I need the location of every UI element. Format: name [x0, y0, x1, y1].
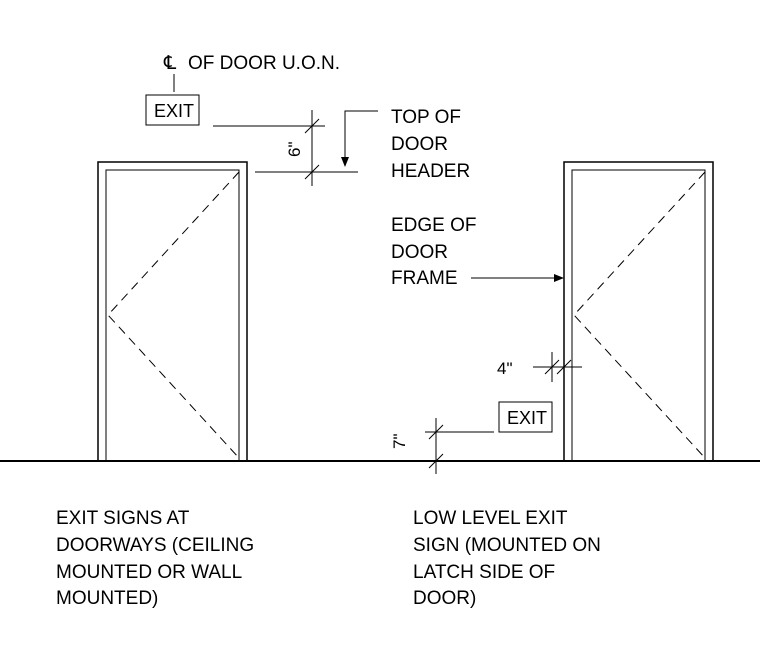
exit-sign-ceiling: EXIT — [145, 94, 200, 126]
edge-of-frame-line-2: DOOR — [391, 242, 448, 263]
right-caption-line-4: DOOR) — [413, 588, 476, 609]
left-door-frame — [97, 161, 248, 462]
left-caption-line-3: MOUNTED OR WALL — [56, 562, 242, 583]
centerline-note-text: OF DOOR U.O.N. — [188, 53, 340, 74]
floor-clearance-value: 7" — [390, 434, 409, 450]
right-caption-line-1: LOW LEVEL EXIT — [413, 508, 568, 529]
left-door-leaf — [105, 169, 240, 462]
edge-of-frame-line-3: FRAME — [391, 268, 458, 289]
left-caption-line-4: MOUNTED) — [56, 588, 158, 609]
left-door-elevation — [97, 161, 248, 462]
right-door-elevation — [563, 161, 714, 462]
exit-sign-box — [145, 94, 200, 126]
top-of-header-line-2: DOOR — [391, 134, 448, 155]
right-door-leaf — [571, 169, 706, 462]
right-caption-line-3: LATCH SIDE OF — [413, 562, 555, 583]
centerline-note: ℄ OF DOOR U.O.N. — [163, 53, 340, 92]
right-caption-line-2: SIGN (MOUNTED ON — [413, 535, 601, 556]
top-of-header-line-1: TOP OF — [391, 107, 461, 128]
top-of-header-line-3: HEADER — [391, 161, 470, 182]
top-of-header-callout: TOP OF DOOR HEADER — [341, 107, 470, 182]
header-clearance-dimension: 6" — [213, 110, 358, 186]
exit-sign-box — [498, 401, 553, 433]
edge-of-frame-line-1: EDGE OF — [391, 215, 477, 236]
edge-of-frame-callout: EDGE OF DOOR FRAME — [391, 215, 564, 289]
centerline-symbol: ℄ — [163, 53, 177, 74]
exit-sign-label: EXIT — [154, 101, 194, 121]
header-clearance-value: 6" — [285, 142, 304, 158]
left-caption-line-1: EXIT SIGNS AT — [56, 508, 190, 529]
frame-offset-dimension: 4" — [497, 352, 582, 382]
left-caption-line-2: DOORWAYS (CEILING — [56, 535, 254, 556]
frame-offset-value: 4" — [497, 359, 513, 378]
left-door-swing-lines — [107, 171, 240, 459]
exit-sign-label: EXIT — [507, 408, 547, 428]
exit-sign-low-level: EXIT — [498, 401, 553, 433]
floor-clearance-dimension: 7" — [390, 418, 494, 474]
right-caption: LOW LEVEL EXIT SIGN (MOUNTED ON LATCH SI… — [413, 508, 601, 609]
left-caption: EXIT SIGNS AT DOORWAYS (CEILING MOUNTED … — [56, 508, 254, 609]
right-door-frame — [563, 161, 714, 462]
right-door-swing-lines — [573, 171, 706, 459]
